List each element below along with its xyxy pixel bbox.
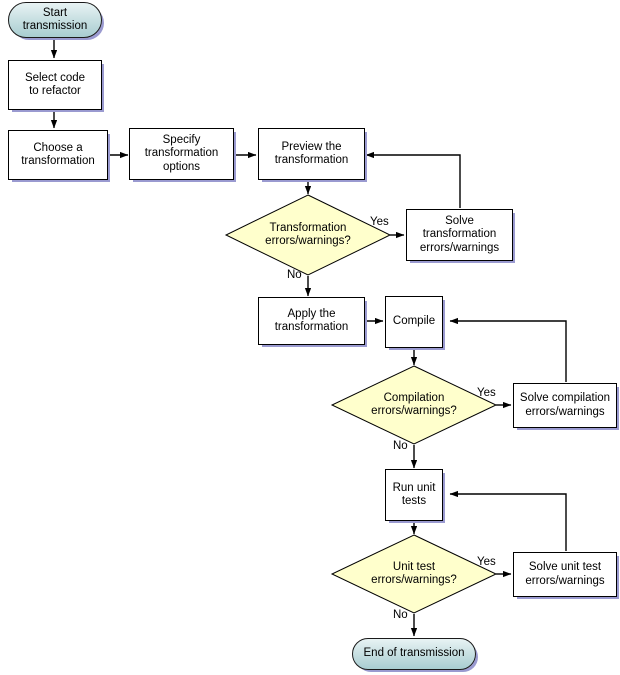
edge-label-tests-yes: Yes	[477, 556, 496, 568]
node-specify-options-line-0: Specify	[162, 133, 201, 146]
edge-solve-tests-loop	[449, 490, 567, 551]
node-run-unit-tests[interactable]: Run unit tests	[385, 469, 443, 521]
node-compile[interactable]: Compile	[385, 296, 443, 348]
node-specify-options-line-1: transformation	[144, 147, 219, 160]
decision-shape-tests	[330, 534, 498, 614]
decision-shape-compile	[330, 365, 498, 445]
node-start-line-0: Start	[42, 6, 68, 19]
node-compile-line-0: Compile	[392, 315, 436, 328]
node-select-code-line-0: Select code	[24, 71, 86, 84]
node-preview-transformation-line-0: Preview the	[281, 140, 342, 153]
node-choose-transformation[interactable]: Choose a transformation	[8, 130, 108, 180]
node-apply-transformation-line-0: Apply the	[287, 307, 336, 320]
edge-label-transform-yes: Yes	[370, 216, 389, 228]
node-specify-options-line-2: options	[162, 160, 201, 173]
node-choose-transformation-line-0: Choose a	[33, 141, 83, 154]
node-run-unit-tests-line-1: tests	[401, 495, 427, 507]
edge-solve-compile-loop	[449, 317, 567, 382]
edge-label-transform-no: No	[287, 269, 302, 281]
node-solve-unit-test-line-0: Solve unit test	[528, 561, 602, 573]
node-solve-compilation-line-1: errors/warnings	[525, 405, 605, 418]
node-select-code-line-1: to refactor	[29, 85, 81, 97]
node-specify-options[interactable]: Specify transformation options	[129, 128, 234, 180]
node-preview-transformation[interactable]: Preview the transformation	[258, 128, 365, 180]
decision-shape-transform	[224, 194, 392, 276]
node-solve-unit-test[interactable]: Solve unit test errors/warnings	[513, 552, 617, 597]
node-solve-transformation-line-0: Solve	[445, 214, 474, 227]
node-solve-transformation-line-1: transformation	[422, 228, 497, 241]
edge-label-compile-no: No	[393, 440, 408, 452]
node-apply-transformation[interactable]: Apply the transformation	[258, 297, 365, 345]
edge-label-tests-no: No	[393, 609, 408, 621]
node-apply-transformation-line-1: transformation	[274, 321, 349, 333]
node-solve-compilation-line-0: Solve compilation	[519, 392, 611, 404]
edge-label-compile-yes: Yes	[477, 387, 496, 399]
node-end-line-0: End of transmission	[363, 647, 465, 660]
node-end[interactable]: End of transmission	[352, 638, 476, 670]
node-choose-transformation-line-1: transformation	[21, 155, 95, 167]
node-solve-unit-test-line-1: errors/warnings	[525, 574, 605, 587]
edge-solve-transform-loop	[365, 151, 461, 208]
node-solve-transformation-line-2: errors/warnings	[419, 241, 500, 254]
node-solve-transformation[interactable]: Solve transformation errors/warnings	[406, 209, 513, 261]
node-select-code[interactable]: Select code to refactor	[8, 60, 102, 110]
node-preview-transformation-line-1: transformation	[274, 154, 349, 166]
node-start-line-1: transmission	[22, 20, 88, 32]
node-run-unit-tests-line-0: Run unit	[392, 481, 436, 494]
node-start[interactable]: Start transmission	[8, 2, 102, 38]
node-solve-compilation[interactable]: Solve compilation errors/warnings	[513, 383, 617, 428]
